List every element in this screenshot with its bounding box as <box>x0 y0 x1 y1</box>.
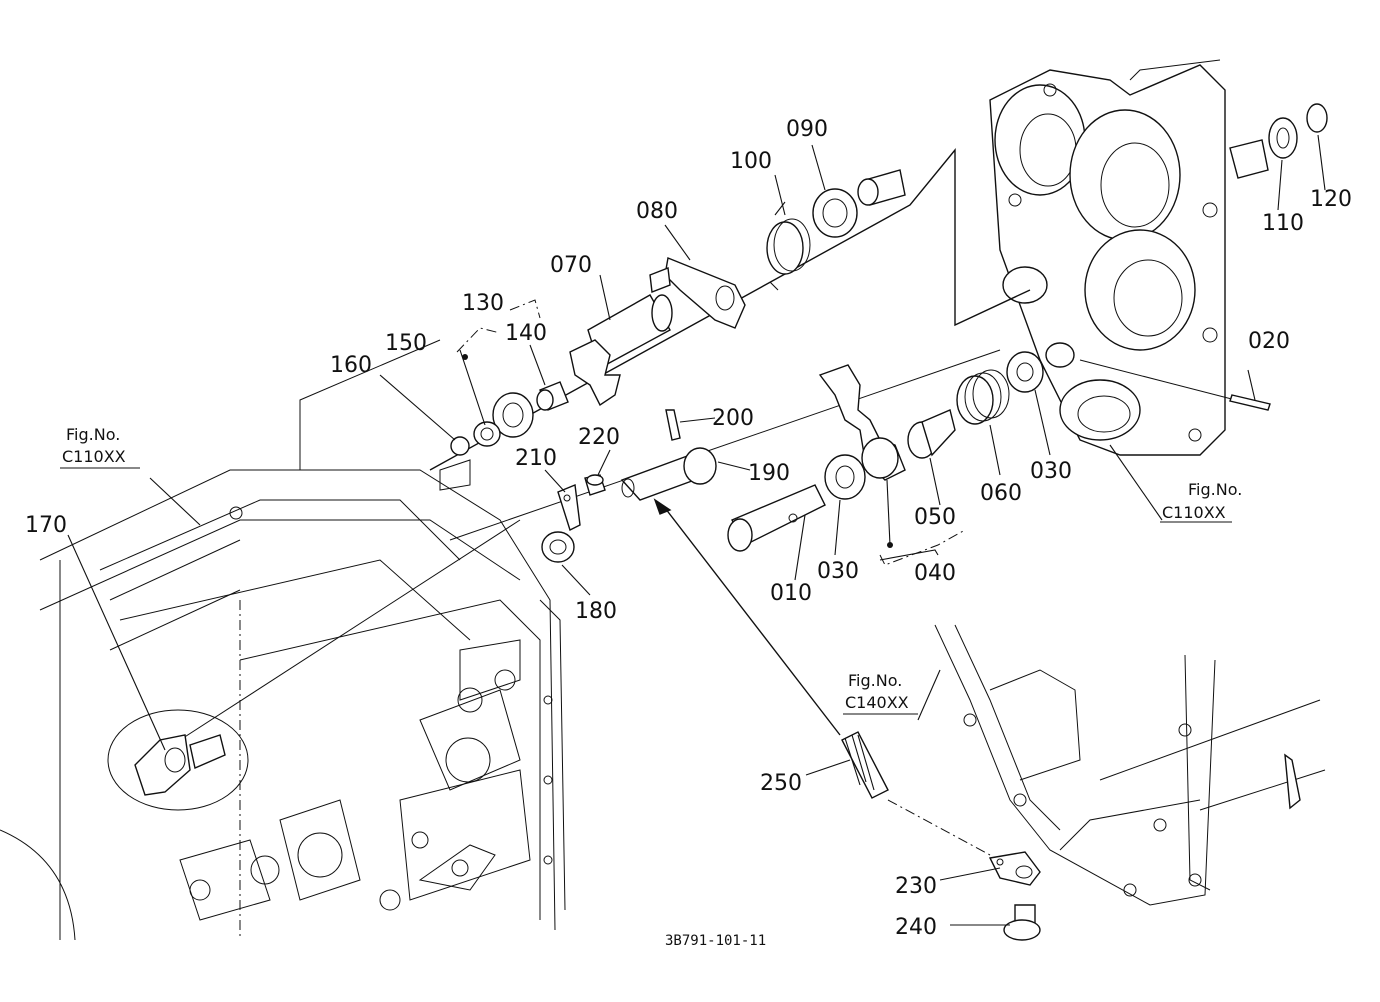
part-190-arm <box>620 447 717 501</box>
label-010: 010 <box>770 581 812 606</box>
bottom-housing <box>934 624 1326 906</box>
leader-lines <box>67 134 1326 926</box>
label-050: 050 <box>914 505 956 530</box>
drawing-code: 3B791-101-11 <box>665 933 766 949</box>
label-170: 170 <box>25 513 67 538</box>
part-150-bearing <box>473 392 534 447</box>
part-110-ring <box>1229 117 1298 179</box>
arrow-head <box>653 498 672 515</box>
label-150: 150 <box>385 331 427 356</box>
part-230-plate <box>988 851 1041 886</box>
part-200-pin <box>665 409 681 441</box>
fig-ref-bottom-line2: C140XX <box>845 693 909 712</box>
part-030-washer-a <box>824 454 866 500</box>
fig-ref-left-line2: C110XX <box>62 447 126 466</box>
part-210-bracket <box>557 484 581 531</box>
label-160: 160 <box>330 353 372 378</box>
part-250-tension-spring <box>841 731 889 799</box>
part-080-plate <box>649 257 746 329</box>
label-130: 130 <box>462 291 504 316</box>
part-160-circlip <box>450 436 470 456</box>
fig-ref-left-line1: Fig.No. <box>66 425 120 444</box>
lower-axis-line <box>449 349 1001 541</box>
upper-axis-line <box>429 148 1031 471</box>
label-060: 060 <box>980 481 1022 506</box>
fig-ref-right-line2: C110XX <box>1162 503 1226 522</box>
part-060-spring <box>956 369 1010 425</box>
part-220-bolt <box>584 474 606 496</box>
label-230: 230 <box>895 874 937 899</box>
part-070-shaft-lever <box>569 294 673 407</box>
part-240-plug <box>1003 904 1041 941</box>
label-090: 090 <box>786 117 828 142</box>
part-050-collar <box>907 409 956 459</box>
label-140: 140 <box>505 321 547 346</box>
part-180-seal <box>541 531 575 563</box>
right-housing <box>989 59 1226 456</box>
left-housing <box>0 339 566 941</box>
part-090-bushing <box>812 169 906 238</box>
part-120-clip <box>1306 103 1328 133</box>
arrow-line <box>664 507 841 736</box>
label-220: 220 <box>578 425 620 450</box>
part-100-spring <box>766 201 811 291</box>
label-250: 250 <box>760 771 802 796</box>
label-110: 110 <box>1262 211 1304 236</box>
label-040: 040 <box>914 561 956 586</box>
part-040-lever <box>818 364 906 481</box>
label-030-b: 030 <box>1030 459 1072 484</box>
label-190: 190 <box>748 461 790 486</box>
part-030-washer-b <box>1006 351 1044 393</box>
spring-hook-line <box>887 799 991 856</box>
label-200: 200 <box>712 406 754 431</box>
label-080: 080 <box>636 199 678 224</box>
part-170-detail-callout <box>107 709 249 811</box>
label-070: 070 <box>550 253 592 278</box>
part-labels: 010 020 030 030 040 050 060 070 080 090 … <box>25 117 1352 940</box>
label-020: 020 <box>1248 329 1290 354</box>
label-120: 120 <box>1310 187 1352 212</box>
left-axis-line <box>179 519 521 741</box>
fig-ref-right-line1: Fig.No. <box>1188 480 1242 499</box>
pin-axis-line <box>1079 359 1256 406</box>
part-010-shaft <box>727 484 826 552</box>
part-140-bushing <box>536 381 569 411</box>
label-180: 180 <box>575 599 617 624</box>
label-210: 210 <box>515 446 557 471</box>
label-030-a: 030 <box>817 559 859 584</box>
figure-references: Fig.No. C110XX Fig.No. C110XX Fig.No. C1… <box>60 425 1242 715</box>
fig-ref-bottom-line1: Fig.No. <box>848 671 902 690</box>
label-100: 100 <box>730 149 772 174</box>
label-240: 240 <box>895 915 937 940</box>
part-020-pin <box>1229 394 1271 411</box>
